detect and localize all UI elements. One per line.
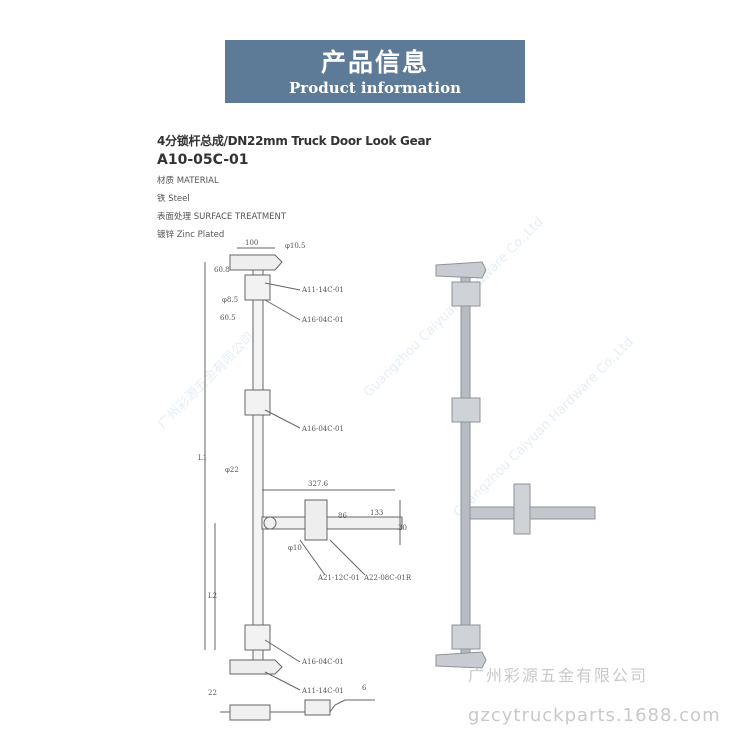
leader-5 — [329, 539, 366, 576]
bottom-handle-shape — [229, 659, 283, 675]
leader-4 — [299, 539, 326, 576]
leader-6 — [264, 639, 301, 663]
render-mid-bracket — [451, 397, 481, 423]
leader-7 — [264, 671, 301, 691]
dim-60-5: 60.5 — [220, 314, 236, 322]
render-lever — [469, 506, 596, 520]
part-label-7: A11-14C-01 — [301, 687, 344, 695]
dim-86: 86 — [338, 512, 347, 520]
render-top-handle — [435, 261, 487, 279]
dim-l2: L2 — [208, 592, 217, 600]
spec-block: 4分锁杆总成/DN22mm Truck Door Look Gear A10-0… — [157, 132, 431, 240]
dim-6: 6 — [362, 684, 367, 692]
render-bottom-bracket — [451, 624, 481, 650]
product-render — [435, 261, 596, 669]
dim-phi-10-5: φ10.5 — [285, 242, 306, 250]
dim-phi-8-5: φ8.5 — [222, 296, 238, 304]
material-label: 材质 MATERIAL — [157, 176, 219, 186]
footer-url: gzcytruckparts.1688.com — [468, 705, 721, 726]
bottom-bracket-shape — [244, 624, 271, 651]
part-label-3: A16-04C-01 — [301, 425, 344, 433]
surface-label: 表面处理 SURFACE TREATMENT — [157, 212, 287, 222]
dim-l1: L1 — [198, 454, 207, 462]
side-view-block — [229, 704, 271, 721]
dim-100: 100 — [245, 239, 258, 247]
dim-327-6: 327.6 — [308, 480, 329, 488]
side-view-block-2 — [304, 699, 331, 716]
dim-22: 22 — [208, 689, 217, 697]
banner-title-cn: 产品信息 — [320, 48, 429, 77]
leader-2 — [264, 299, 301, 321]
part-label-6: A16-04C-01 — [301, 658, 344, 666]
material-value: 铁 Steel — [157, 194, 190, 204]
lever-outline — [261, 516, 403, 530]
part-label-1: A11-14C-01 — [301, 286, 344, 294]
product-title: 4分锁杆总成/DN22mm Truck Door Look Gear — [157, 134, 431, 148]
render-rod — [460, 269, 471, 666]
top-bracket-shape — [244, 274, 271, 301]
dim-phi-10: φ10 — [288, 544, 302, 552]
render-lever-catch — [513, 483, 531, 535]
dim-phi-22: φ22 — [225, 466, 239, 474]
model-number: A10-05C-01 — [157, 152, 249, 168]
top-handle-shape — [229, 254, 283, 271]
surface-value: 镀锌 Zinc Plated — [157, 230, 225, 240]
part-label-4: A21-12C-01 — [317, 574, 360, 582]
render-bottom-handle — [435, 651, 487, 669]
lever-catch-shape — [304, 499, 328, 541]
mid-bracket-shape — [244, 389, 271, 416]
rod-outline — [252, 269, 264, 671]
part-label-2: A16-04C-01 — [301, 316, 344, 324]
part-label-5: A22-08C-01R — [363, 574, 412, 582]
dim-133: 133 — [370, 509, 383, 517]
dim-60-8: 60.8 — [214, 266, 230, 274]
banner-title-en: Product information — [289, 79, 461, 97]
leader-3 — [264, 409, 301, 429]
render-top-bracket — [451, 281, 481, 307]
side-view-outline — [220, 699, 375, 713]
leader-1 — [264, 282, 301, 291]
product-info-banner: 产品信息 Product information — [225, 40, 525, 103]
pivot-shape — [263, 516, 277, 530]
footer-company-name: 广州彩源五金有限公司 — [468, 666, 649, 685]
dim-30: 30 — [398, 524, 407, 532]
